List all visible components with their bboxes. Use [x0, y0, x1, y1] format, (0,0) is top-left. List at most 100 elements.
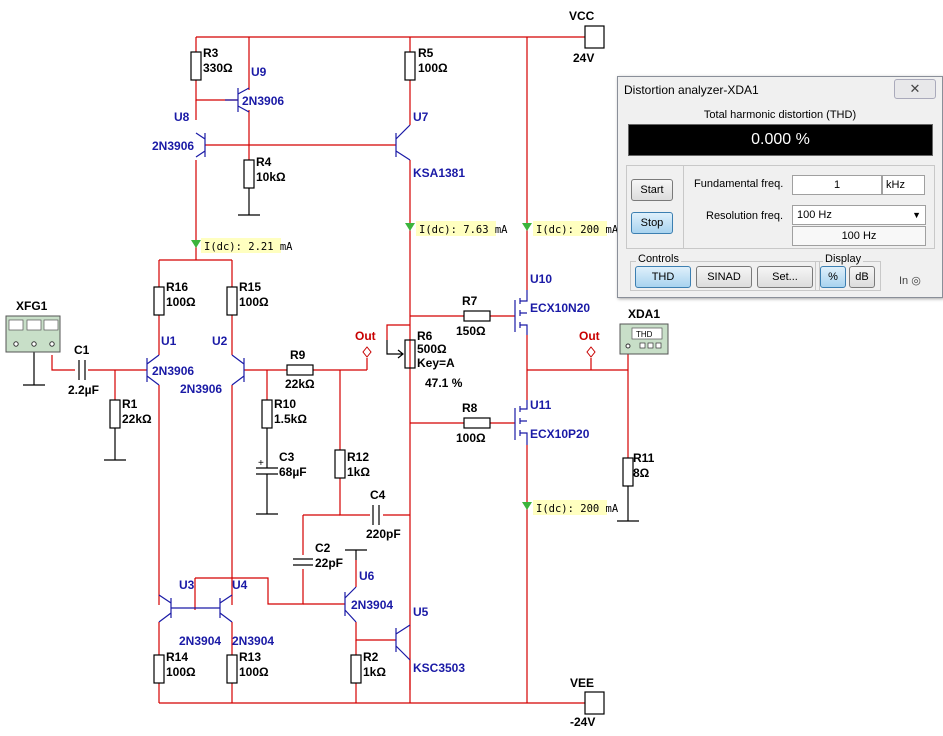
capacitors: [78, 360, 380, 566]
r10-value: 1.5kΩ: [274, 412, 307, 426]
u6-part: 2N3904: [351, 598, 393, 612]
resistor-bodies: [109, 51, 634, 684]
r13-ref: R13: [239, 650, 261, 664]
r3-value: 330Ω: [203, 61, 233, 75]
c1-value: 2.2µF: [68, 383, 99, 397]
xda-label: XDA1: [628, 307, 660, 321]
start-button[interactable]: Start: [631, 179, 673, 201]
xda-tag: THD: [636, 330, 653, 339]
grounds: [23, 188, 639, 560]
r2-value: 1kΩ: [363, 665, 386, 679]
thd-readout: 0.000 %: [628, 124, 933, 156]
percent-button[interactable]: %: [820, 266, 846, 288]
transistor-labels: U9 2N3906 U8 2N3906 U7 KSA1381 U1 2N3906…: [152, 65, 590, 675]
u3-part: 2N3904: [179, 634, 221, 648]
controls-label: Controls: [636, 253, 681, 265]
resolution-selected: 100 Hz: [797, 209, 832, 221]
u11-ref: U11: [530, 398, 552, 412]
terminal-icon: ◎: [911, 275, 921, 287]
r5-ref: R5: [418, 46, 434, 60]
c3-value: 68µF: [279, 465, 307, 479]
fundamental-label: Fundamental freq.: [694, 178, 784, 190]
r12-value: 1kΩ: [347, 465, 370, 479]
u8-part: 2N3906: [152, 139, 194, 153]
r4-ref: R4: [256, 155, 272, 169]
function-generator[interactable]: XFG1: [5, 299, 61, 353]
transistor-symbols: [146, 87, 528, 661]
u7-ref: U7: [413, 110, 429, 124]
r15-ref: R15: [239, 280, 261, 294]
u4-part: 2N3904: [232, 634, 274, 648]
fundamental-unit[interactable]: kHz: [882, 175, 925, 195]
r11-value: 8Ω: [633, 466, 650, 480]
stop-button[interactable]: Stop: [631, 212, 673, 234]
r1-ref: R1: [122, 397, 138, 411]
component-labels: R3 330Ω R5 100Ω R4 10kΩ R16 100Ω R15 100…: [68, 46, 655, 679]
u10-part: ECX10N20: [530, 301, 590, 315]
action-group: [626, 165, 684, 249]
r10-ref: R10: [274, 397, 296, 411]
resolution-display: 100 Hz: [792, 226, 926, 246]
u2-part: 2N3906: [180, 382, 222, 396]
probe-u11: I(dc): 200 mA: [536, 503, 619, 515]
pot-key: Key=A: [417, 356, 455, 370]
r7-ref: R7: [462, 294, 478, 308]
r13-value: 100Ω: [239, 665, 269, 679]
input-label: In: [899, 275, 909, 287]
thd-button[interactable]: THD: [635, 266, 691, 288]
u8-ref: U8: [174, 110, 190, 124]
r16-ref: R16: [166, 280, 188, 294]
pot-percent: 47.1 %: [425, 376, 463, 390]
distortion-analyzer-icon[interactable]: THD XDA1: [619, 307, 669, 355]
r3-ref: R3: [203, 46, 219, 60]
sinad-button[interactable]: SINAD: [696, 266, 752, 288]
r7-value: 150Ω: [456, 324, 486, 338]
display-label: Display: [823, 253, 864, 265]
probe-u7: I(dc): 7.63 mA: [419, 224, 508, 236]
thd-label: Total harmonic distortion (THD): [703, 109, 857, 121]
close-button[interactable]: ✕: [894, 79, 936, 99]
resolution-label: Resolution freq.: [706, 210, 784, 222]
xfg-label: XFG1: [16, 299, 48, 313]
vcc-terminal: VCC 24V: [569, 9, 605, 65]
c3-ref: C3: [279, 450, 295, 464]
r1-value: 22kΩ: [122, 412, 152, 426]
probe-u8: I(dc): 2.21 mA: [204, 241, 293, 253]
u2-ref: U2: [212, 334, 228, 348]
probe-u10: I(dc): 200 mA: [536, 224, 619, 236]
vee-label: VEE: [570, 676, 594, 690]
u9-part: 2N3906: [242, 94, 284, 108]
vcc-voltage: 24V: [573, 51, 594, 65]
u5-ref: U5: [413, 605, 429, 619]
pot-ref: R6: [417, 329, 433, 343]
u1-ref: U1: [161, 334, 177, 348]
c4-ref: C4: [370, 488, 386, 502]
settings-button[interactable]: Set...: [757, 266, 813, 288]
current-probes: I(dc): 2.21 mA I(dc): 7.63 mA I(dc): 200…: [191, 221, 619, 515]
vcc-label: VCC: [569, 9, 595, 23]
wires: [51, 36, 629, 704]
r9-ref: R9: [290, 348, 306, 362]
r4-value: 10kΩ: [256, 170, 286, 184]
resolution-select[interactable]: 100 Hz ▼: [792, 205, 926, 225]
u9-ref: U9: [251, 65, 267, 79]
r15-value: 100Ω: [239, 295, 269, 309]
chevron-down-icon: ▼: [912, 210, 921, 220]
distortion-analyzer-window[interactable]: Distortion analyzer-XDA1 ✕ Total harmoni…: [617, 76, 943, 298]
u5-part: KSC3503: [413, 661, 465, 675]
controls-group: [630, 261, 820, 291]
r8-value: 100Ω: [456, 431, 486, 445]
db-button[interactable]: dB: [849, 266, 875, 288]
c1-ref: C1: [74, 343, 90, 357]
fundamental-input[interactable]: 1: [792, 175, 882, 195]
c3-plus-icon: +: [258, 458, 264, 469]
r5-value: 100Ω: [418, 61, 448, 75]
u7-part: KSA1381: [413, 166, 465, 180]
window-title: Distortion analyzer-XDA1: [624, 83, 759, 97]
vee-voltage: -24V: [570, 715, 595, 729]
u3-ref: U3: [179, 578, 195, 592]
r14-ref: R14: [166, 650, 188, 664]
out-label-2: Out: [579, 329, 600, 343]
u6-ref: U6: [359, 569, 375, 583]
